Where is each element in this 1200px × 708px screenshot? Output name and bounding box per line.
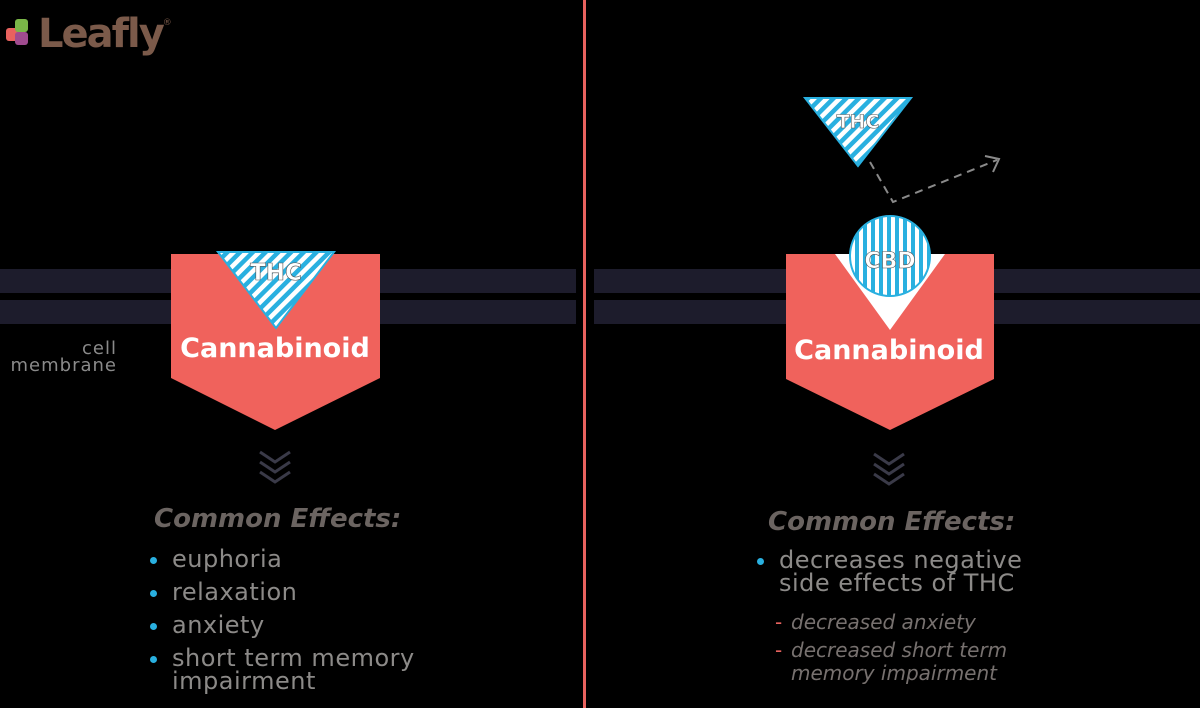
bullet-icon — [150, 656, 157, 663]
dash-icon: - — [775, 610, 783, 634]
left-thc-molecule — [215, 251, 337, 330]
list-item: euphoria — [150, 547, 450, 571]
dash-icon: - — [775, 638, 783, 662]
arrow-head-icon — [984, 155, 1001, 173]
list-item: relaxation — [150, 580, 450, 604]
left-cannabinoid-receptor — [171, 254, 380, 430]
bullet-icon — [150, 590, 157, 597]
right-receptor-label: Cannabinoid — [794, 335, 984, 366]
left-effects-list: euphoria relaxation anxiety short term m… — [150, 547, 452, 703]
right-effects-list: decreases negative side effects of THC — [757, 548, 1037, 605]
membrane-label-line2: membrane — [10, 355, 117, 376]
list-item: short term memory impairment — [150, 646, 452, 693]
bullet-icon — [150, 623, 157, 630]
right-thc-molecule — [802, 97, 914, 168]
right-cannabinoid-receptor — [786, 254, 994, 430]
right-chevron-down-icon — [873, 452, 905, 486]
left-receptor-diagram: THC — [171, 251, 380, 430]
left-effects-title: Common Effects: — [154, 504, 402, 534]
right-thc-label: THC — [837, 111, 880, 133]
leafly-logo-mark — [6, 19, 36, 49]
right-effects-title: Common Effects: — [768, 507, 1016, 537]
left-receptor-label: Cannabinoid — [180, 333, 370, 364]
bullet-icon — [757, 558, 764, 565]
right-receptor-diagram: CBD THC — [786, 97, 1001, 430]
membrane-label-line1: cell — [82, 338, 117, 359]
list-item: anxiety — [150, 613, 450, 637]
displacement-arrow — [869, 159, 998, 204]
list-item: -decreased short term memory impairment — [775, 638, 1008, 685]
bullet-icon — [150, 557, 157, 564]
right-cbd-label: CBD — [864, 249, 915, 274]
right-cbd-molecule — [849, 215, 931, 297]
cell-membrane-label: cell membrane — [0, 338, 117, 376]
leafly-logo: Leafly ® — [6, 12, 172, 56]
panel-divider — [583, 0, 586, 708]
left-chevron-down-icon — [259, 450, 291, 484]
registered-mark: ® — [162, 18, 172, 28]
left-thc-label: THC — [250, 260, 302, 286]
right-sub-effects-list: -decreased anxiety -decreased short term… — [775, 611, 1045, 690]
leafly-logo-text: Leafly — [38, 11, 165, 57]
list-item: decreases negative side effects of THC — [757, 548, 1037, 595]
list-item: -decreased anxiety — [775, 610, 976, 634]
